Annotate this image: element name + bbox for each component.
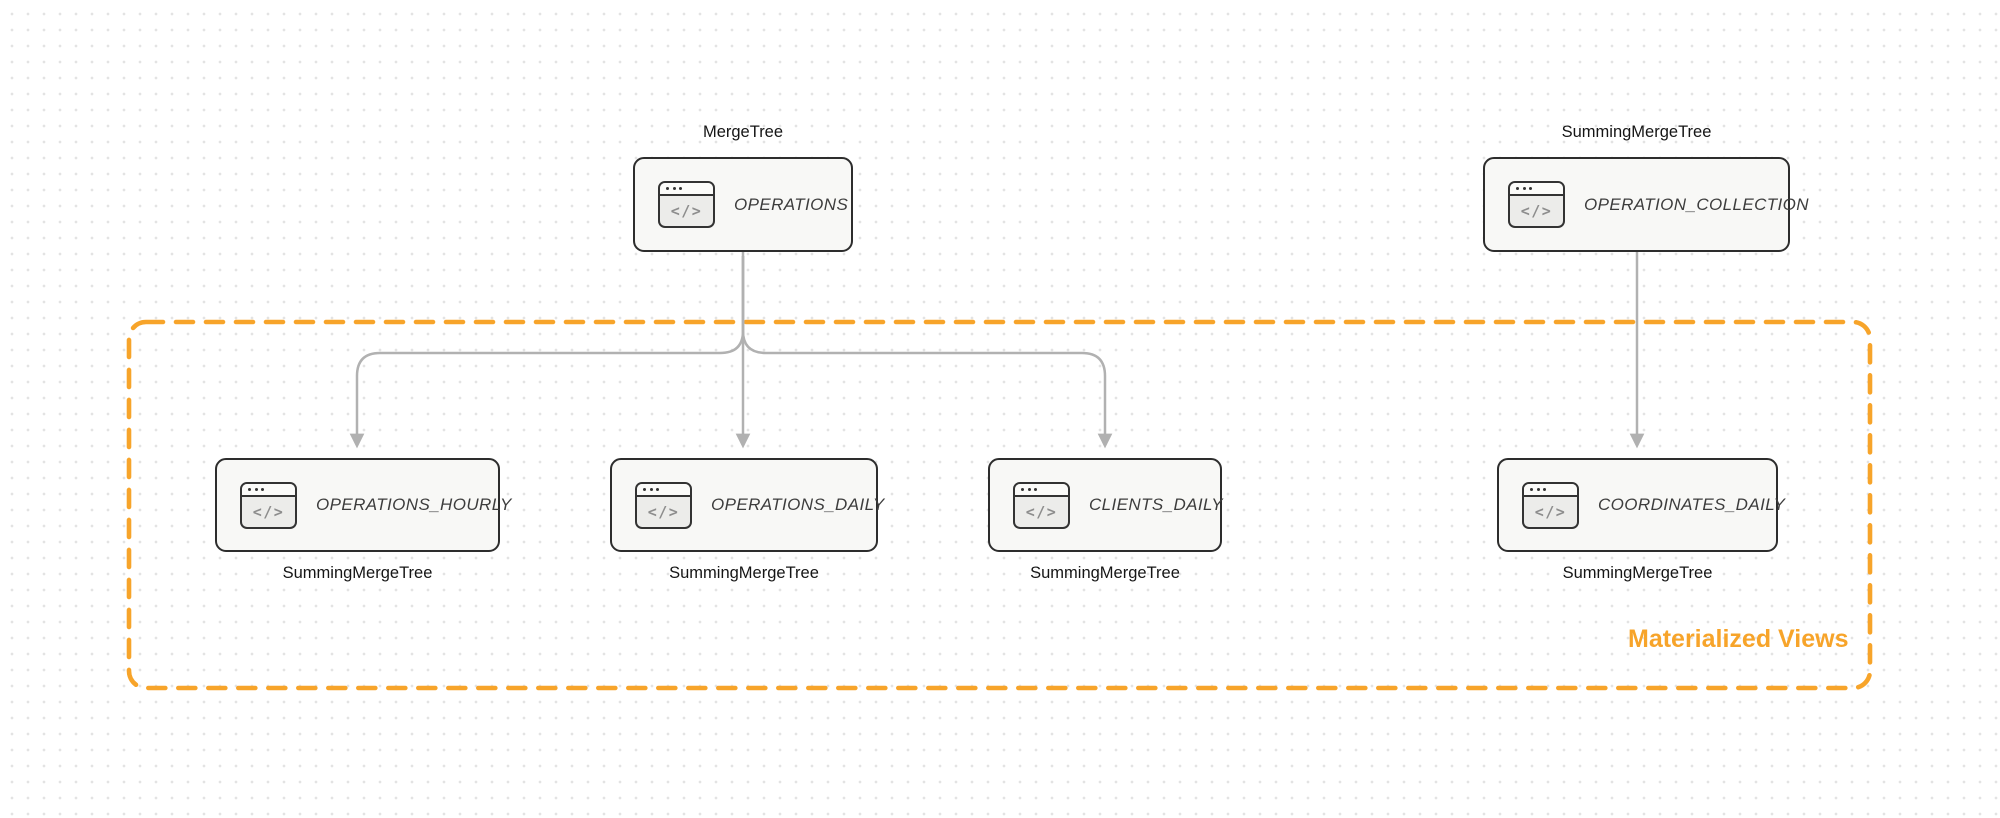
node-operation-collection[interactable]: SummingMergeTree </> OPERATION_COLLECTIO… <box>1483 123 1809 252</box>
code-glyph: </> <box>670 202 703 220</box>
code-window-icon: </> <box>635 481 692 529</box>
window-titlebar <box>660 183 713 196</box>
table-box-operations-daily[interactable]: </> OPERATIONS_DAILY <box>610 458 884 552</box>
code-window-icon: </> <box>1013 481 1070 529</box>
window-titlebar <box>637 483 690 497</box>
materialized-views-group-border <box>126 319 1873 691</box>
code-window-icon: </> <box>1508 181 1565 228</box>
code-glyph: </> <box>252 502 285 521</box>
window-titlebar <box>242 483 295 497</box>
engine-label-operations: MergeTree <box>702 123 784 141</box>
table-box-operation-collection[interactable]: </> OPERATION_COLLECTION <box>1483 157 1809 252</box>
code-window-icon: </> <box>1522 481 1579 529</box>
node-title-coordinates-daily: COORDINATES_DAILY <box>1598 495 1786 514</box>
code-window-icon: </> <box>658 181 715 228</box>
node-title-clients-daily: CLIENTS_DAILY <box>1089 495 1224 514</box>
window-titlebar <box>1510 183 1563 196</box>
code-glyph: </> <box>1520 202 1553 220</box>
edge-operations-to-operations-hourly <box>349 256 745 449</box>
table-box-coordinates-daily[interactable]: </> COORDINATES_DAILY <box>1497 458 1785 552</box>
engine-label-operations-hourly: SummingMergeTree <box>282 564 433 582</box>
node-title-operations-daily: OPERATIONS_DAILY <box>711 495 885 514</box>
code-glyph: </> <box>1534 502 1567 521</box>
table-box-operations[interactable]: </> OPERATIONS <box>633 157 853 252</box>
node-title-operations: OPERATIONS <box>734 194 849 214</box>
code-glyph: </> <box>1025 502 1058 521</box>
code-window-icon: </> <box>240 481 297 529</box>
window-titlebar <box>1015 483 1068 497</box>
materialized-views-group-label: Materialized Views <box>1628 625 1849 653</box>
node-operations-hourly[interactable]: </> OPERATIONS_HOURLY SummingMergeTree <box>215 458 511 582</box>
engine-label-operation-collection: SummingMergeTree <box>1561 123 1712 141</box>
node-coordinates-daily[interactable]: </> COORDINATES_DAILY SummingMergeTree <box>1497 458 1785 582</box>
node-title-operations-hourly: OPERATIONS_HOURLY <box>316 495 512 514</box>
edge-operations-to-clients-daily <box>741 256 1113 449</box>
node-operations-daily[interactable]: </> OPERATIONS_DAILY SummingMergeTree <box>610 458 884 582</box>
node-operations[interactable]: MergeTree </> OPERATIONS <box>633 123 853 252</box>
table-box-operations-hourly[interactable]: </> OPERATIONS_HOURLY <box>215 458 511 552</box>
window-titlebar <box>1524 483 1577 497</box>
node-clients-daily[interactable]: </> CLIENTS_DAILY SummingMergeTree <box>988 458 1224 582</box>
engine-label-clients-daily: SummingMergeTree <box>1030 564 1180 582</box>
engine-label-operations-daily: SummingMergeTree <box>669 564 819 582</box>
table-box-clients-daily[interactable]: </> CLIENTS_DAILY <box>988 458 1224 552</box>
engine-label-coordinates-daily: SummingMergeTree <box>1562 564 1713 582</box>
code-glyph: </> <box>647 502 680 521</box>
node-title-operation-collection: OPERATION_COLLECTION <box>1584 194 1809 214</box>
